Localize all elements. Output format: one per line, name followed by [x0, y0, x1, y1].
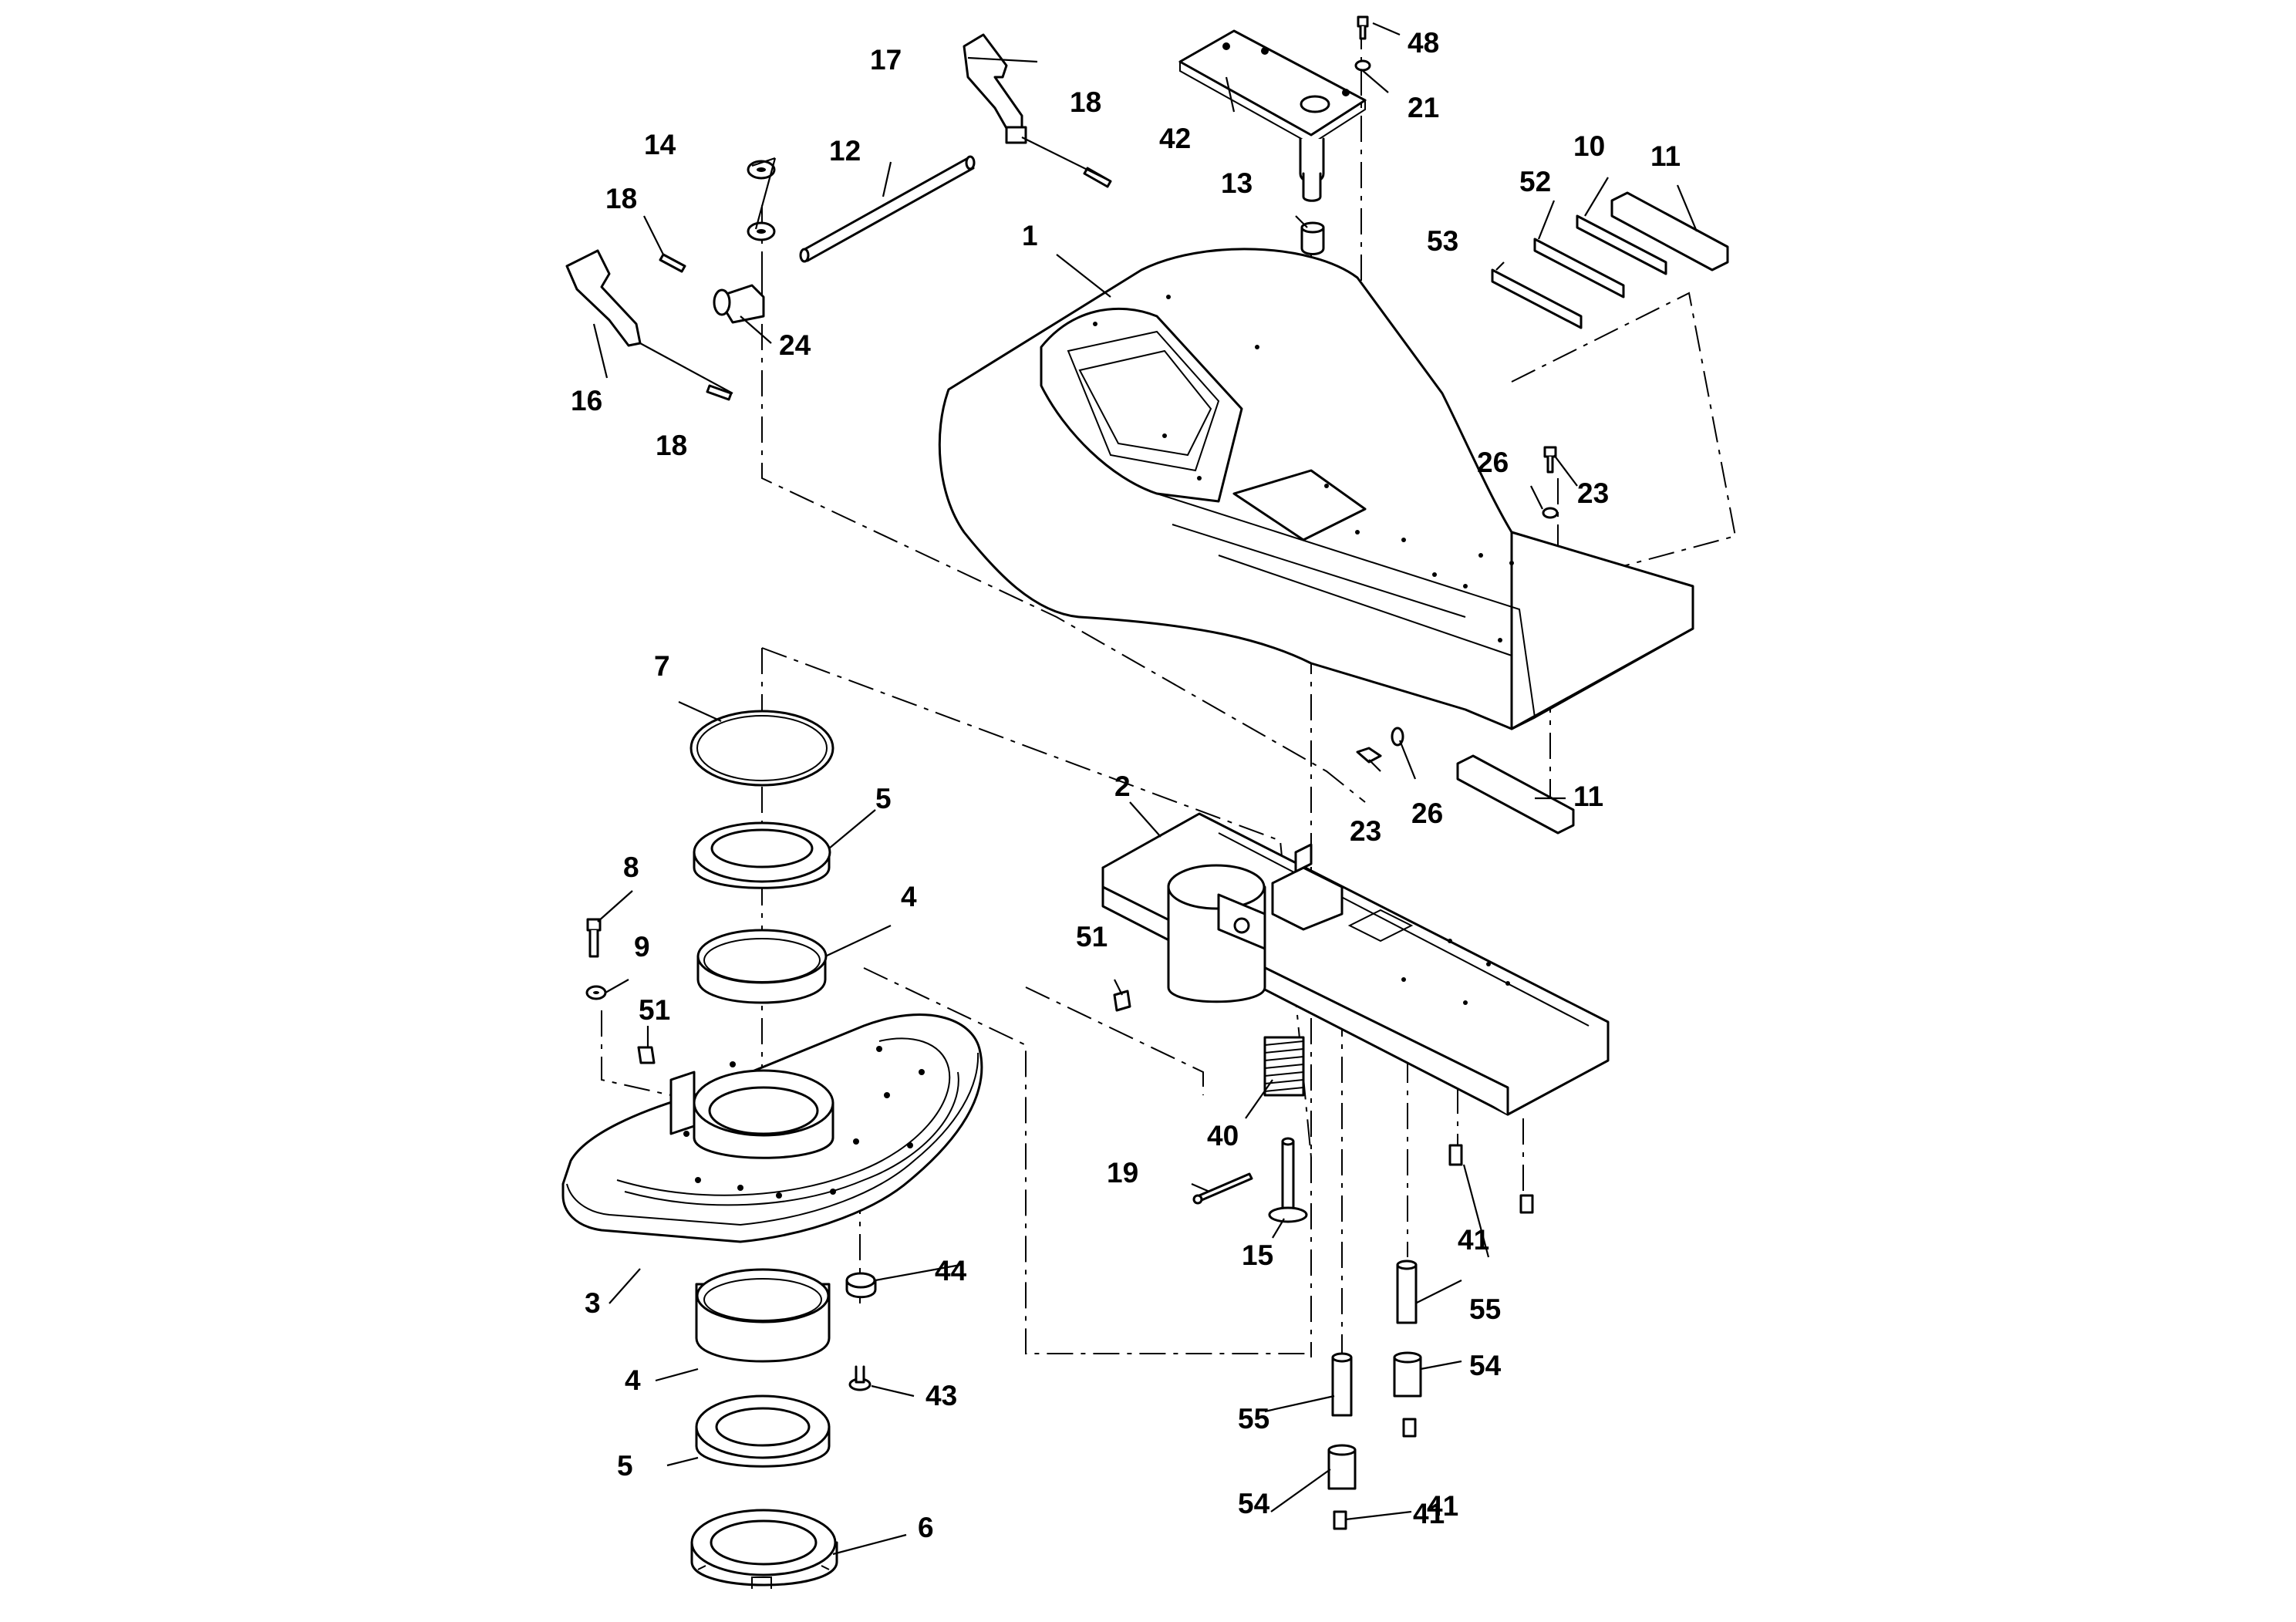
seat-pan-part-1 [938, 248, 1694, 730]
bearing-part-4-upper [696, 929, 828, 1004]
callout-44: 44 [935, 1255, 967, 1286]
callout-6: 6 [918, 1512, 934, 1543]
callout-54-left: 54 [1238, 1488, 1270, 1519]
leader-lines [592, 22, 1698, 1556]
callout-15: 15 [1242, 1239, 1273, 1271]
seal-part-5-lower [695, 1394, 831, 1468]
callout-1: 1 [1022, 220, 1038, 251]
callout-18-bottom: 18 [656, 430, 687, 461]
turntable-plate-part-3 [561, 1013, 983, 1243]
callout-5-lower: 5 [617, 1450, 633, 1482]
screws-part-23-26 [1356, 446, 1559, 764]
callout-7: 7 [654, 650, 670, 682]
callout-42: 42 [1159, 123, 1191, 154]
bushes-parts-54-55 [1327, 1259, 1422, 1490]
o-ring-part-7 [689, 710, 834, 787]
callout-51-right: 51 [1076, 921, 1108, 953]
callout-4-lower: 4 [625, 1364, 641, 1396]
callout-40: 40 [1207, 1120, 1239, 1152]
callout-23-upper: 23 [1577, 477, 1609, 509]
callout-11-upper: 11 [1650, 140, 1681, 172]
callout-23-lower: 23 [1350, 815, 1381, 847]
screw-part-43 [848, 1365, 872, 1391]
callout-9: 9 [634, 931, 650, 963]
strip-part-11-lower [1456, 754, 1575, 835]
bolt-part-8 [586, 918, 602, 958]
callout-10: 10 [1573, 130, 1605, 162]
callout-43: 43 [925, 1380, 957, 1411]
callout-55-left: 55 [1238, 1403, 1269, 1435]
nipple-part-51-right [1113, 990, 1131, 1012]
callout-26-lower: 26 [1411, 798, 1443, 829]
callout-54-right: 54 [1469, 1350, 1502, 1381]
callout-41-lower: 41 [1427, 1490, 1458, 1522]
washer-part-9 [585, 985, 607, 1000]
callout-17: 17 [870, 44, 902, 76]
pedal-part-16 [565, 249, 765, 347]
pivot-bracket-part-2 [1101, 812, 1610, 1116]
callout-51-left: 51 [639, 994, 670, 1026]
callout-18-left: 18 [605, 183, 637, 214]
callout-14: 14 [644, 129, 676, 160]
callout-24: 24 [779, 329, 811, 361]
rod-part-12 [799, 155, 976, 263]
callout-55-right: 55 [1469, 1293, 1501, 1325]
bolt-part-48 [1354, 15, 1371, 72]
callout-16: 16 [571, 385, 602, 416]
callout-19: 19 [1107, 1157, 1138, 1189]
pin-part-15 [1268, 1137, 1308, 1223]
callout-13: 13 [1221, 167, 1253, 199]
top-plate-part-42 [1178, 29, 1367, 202]
callout-12: 12 [829, 135, 861, 167]
spring-part-40 [1263, 1036, 1305, 1097]
lock-nut-part-6 [690, 1509, 838, 1589]
callout-41-upper: 41 [1458, 1224, 1489, 1256]
bush-part-13 [1300, 221, 1325, 255]
pedal-part-17 [963, 33, 1027, 144]
callout-2: 2 [1114, 771, 1131, 802]
seal-part-5-upper [693, 821, 831, 889]
callout-4-upper: 4 [901, 881, 917, 912]
nipple-part-51-left [637, 1046, 656, 1064]
callout-48: 48 [1408, 27, 1439, 59]
callout-26-upper: 26 [1477, 447, 1509, 478]
callout-3: 3 [585, 1287, 601, 1319]
callout-labels: 1 2 3 4 4 5 5 6 7 8 9 10 11 11 12 13 14 … [571, 27, 1681, 1543]
nipples-part-41 [1333, 1144, 1534, 1530]
callout-18-top: 18 [1070, 86, 1101, 118]
callout-8: 8 [623, 851, 639, 883]
bearing-part-4-lower [695, 1268, 831, 1363]
spacers-parts-10-52-53 [1491, 191, 1729, 329]
callout-53: 53 [1427, 225, 1458, 257]
callout-52: 52 [1519, 166, 1551, 197]
split-pin-part-19 [1192, 1172, 1253, 1205]
callout-21: 21 [1408, 92, 1439, 123]
callout-5-upper: 5 [875, 783, 892, 814]
callout-11-lower: 11 [1573, 781, 1603, 812]
washer-part-44 [845, 1272, 877, 1299]
callout-41-right: 41 [1413, 1498, 1445, 1529]
